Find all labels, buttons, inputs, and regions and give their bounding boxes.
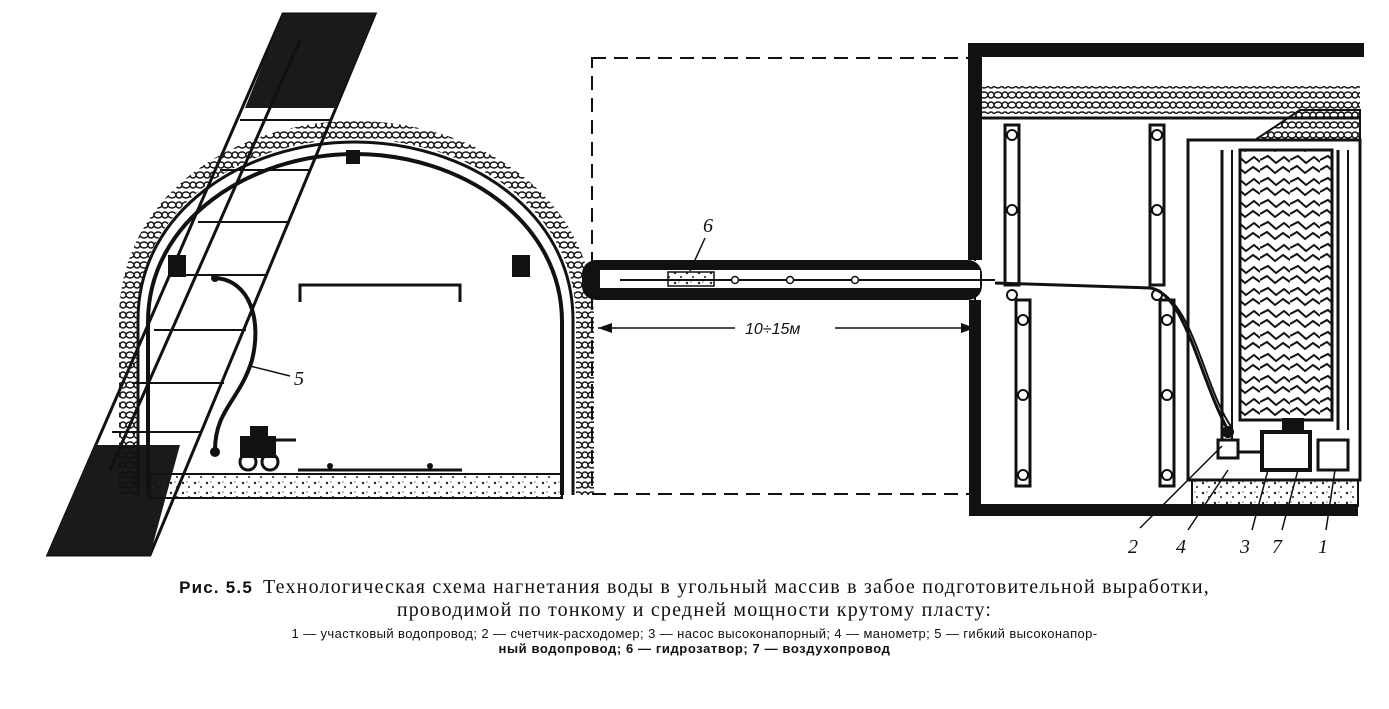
support-posts xyxy=(1003,123,1176,488)
coal-face xyxy=(1238,148,1334,422)
callout-6: 6 xyxy=(703,215,713,237)
flow-meter xyxy=(1216,438,1240,460)
roadway-floor-ballast xyxy=(149,473,563,499)
manometer xyxy=(1222,426,1234,438)
seam-top-dark-rock xyxy=(245,14,375,108)
caption-legend-line-1: 1 — участковый водопровод; 2 — счетчик-р… xyxy=(291,626,1098,641)
callout-2: 2 xyxy=(1128,536,1138,558)
mine-water-injection-diagram: 5 6 10÷15м xyxy=(45,12,1364,558)
caption-title-line-2: проводимой по тонкому и средней мощности… xyxy=(396,599,993,621)
callout-4: 4 xyxy=(1176,536,1186,558)
high-pressure-pump-left xyxy=(238,426,296,472)
figure-label: Рис. 5.5 xyxy=(179,578,253,597)
arch-rubble-lining xyxy=(119,120,594,495)
roadway-cross-section: 5 xyxy=(45,12,594,557)
callout-7: 7 xyxy=(1272,536,1283,558)
callout-1: 1 xyxy=(1318,536,1328,558)
high-pressure-pump-right xyxy=(1260,430,1312,472)
chamber-wall xyxy=(968,43,1364,260)
callout-5: 5 xyxy=(294,368,304,390)
face-rubble-pile xyxy=(1251,109,1361,141)
dimension-label: 10÷15м xyxy=(745,321,800,338)
roof-rubble-rows xyxy=(982,86,1360,114)
flexible-high-pressure-hose xyxy=(213,276,258,451)
plan-view: 6 10÷15м xyxy=(582,43,1364,558)
caption-legend-line-2: ный водопровод; 6 — гидрозатвор; 7 — воз… xyxy=(498,641,891,656)
callout-3: 3 xyxy=(1239,536,1250,558)
